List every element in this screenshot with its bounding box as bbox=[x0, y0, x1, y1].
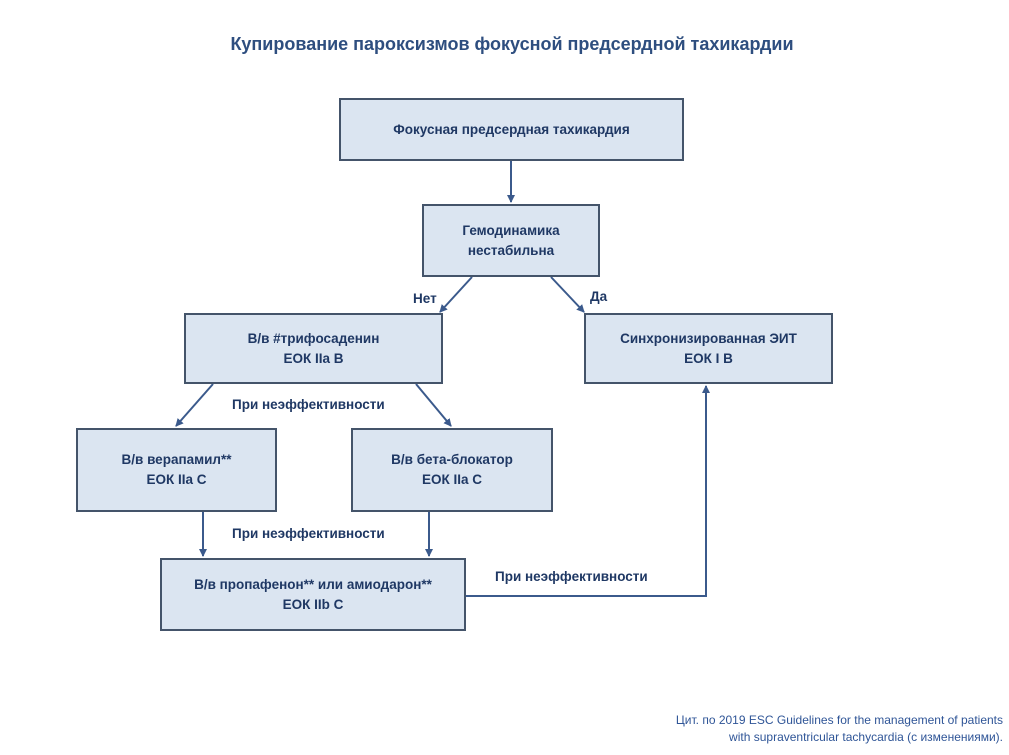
arrow-hemo-to-eit bbox=[550, 276, 585, 313]
node-label: В/в пропафенон** или амиодарон** bbox=[194, 576, 432, 592]
node-triphosadenine: В/в #трифосаденин ЕОК IIa B bbox=[184, 313, 443, 384]
source-line: Цит. по 2019 ESC Guidelines for the mana… bbox=[675, 713, 1003, 727]
node-label: В/в верапамил** bbox=[121, 452, 232, 467]
node-verapamil: В/в верапамил** ЕОК IIa C bbox=[76, 428, 277, 512]
label-no: Нет bbox=[413, 291, 437, 306]
node-beta-blocker: В/в бета-блокатор ЕОК IIa C bbox=[351, 428, 553, 512]
node-evidence-class: ЕОК IIb C bbox=[282, 596, 344, 612]
node-label: В/в бета-блокатор bbox=[391, 452, 513, 467]
label-ineffective-2: При неэффективности bbox=[232, 526, 385, 541]
arrow-triphos-to-beta bbox=[415, 383, 452, 427]
diagram-title: Купирование пароксизмов фокусной предсер… bbox=[230, 34, 794, 54]
node-focal-atrial-tachycardia: Фокусная предсердная тахикардия bbox=[339, 98, 684, 161]
node-evidence-class: ЕОК IIa C bbox=[146, 472, 207, 487]
node-evidence-class: ЕОК IIa B bbox=[283, 350, 344, 366]
label-yes: Да bbox=[590, 289, 608, 304]
node-label: Фокусная предсердная тахикардия bbox=[393, 121, 630, 137]
arrow-propafenon-to-eit bbox=[466, 385, 710, 597]
label-ineffective-3: При неэффективности bbox=[495, 569, 648, 584]
node-evidence-class: ЕОК IIa C bbox=[421, 472, 482, 487]
arrow-triphos-to-verapamil bbox=[175, 383, 214, 427]
node-label: Синхронизированная ЭИТ bbox=[620, 330, 797, 346]
node-propafenone-amiodarone: В/в пропафенон** или амиодарон** ЕОК IIb… bbox=[160, 558, 466, 631]
arrow-hemo-to-triphos bbox=[439, 276, 473, 313]
label-ineffective-1: При неэффективности bbox=[232, 397, 385, 412]
node-label: В/в #трифосаденин bbox=[247, 330, 380, 346]
node-label: нестабильна bbox=[467, 242, 555, 258]
node-synchronized-eit: Синхронизированная ЭИТ ЕОК I B bbox=[584, 313, 833, 384]
node-label: Гемодинамика bbox=[462, 222, 560, 238]
source-citation: Цит. по 2019 ESC Guidelines for the mana… bbox=[676, 712, 1003, 746]
source-line: with supraventricular tachycardia (с изм… bbox=[729, 730, 1003, 744]
node-hemodynamics-unstable: Гемодинамика нестабильна bbox=[422, 204, 600, 277]
node-evidence-class: ЕОК I B bbox=[684, 350, 733, 366]
